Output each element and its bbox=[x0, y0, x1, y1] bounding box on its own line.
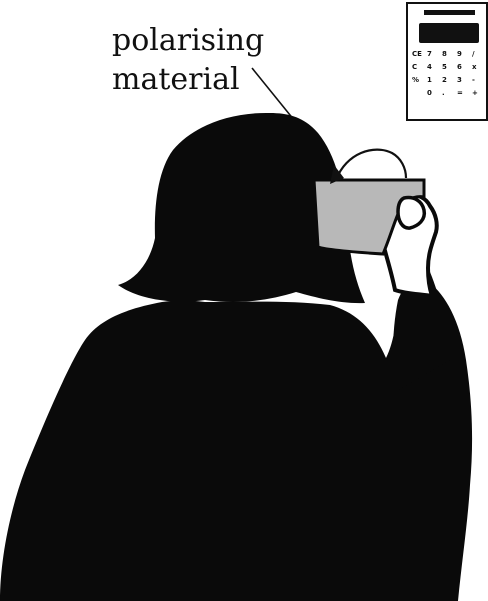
person-thumb bbox=[398, 198, 424, 229]
calculator-key: 2 bbox=[442, 76, 447, 84]
calculator-key: 4 bbox=[427, 63, 432, 71]
calculator-display bbox=[419, 23, 479, 43]
calculator-key: 6 bbox=[457, 63, 462, 71]
calculator-key: % bbox=[412, 76, 419, 84]
calculator-key: x bbox=[472, 63, 477, 71]
calculator-key: 9 bbox=[457, 50, 462, 58]
rotation-arrow bbox=[336, 150, 406, 180]
calculator-key: = bbox=[457, 89, 463, 97]
calculator-key: C bbox=[412, 63, 417, 71]
calculator-key: - bbox=[472, 76, 475, 84]
calculator-key: 7 bbox=[427, 50, 432, 58]
calculator-key: 0 bbox=[427, 89, 432, 97]
label-line-2: material bbox=[112, 62, 240, 97]
calculator-key: 1 bbox=[427, 76, 432, 84]
calculator-icon: CE 7 8 9 / C 4 5 6 x% 1 2 3 - 0. = + bbox=[407, 3, 487, 120]
calculator-key: 5 bbox=[442, 63, 447, 71]
calculator-key: 8 bbox=[442, 50, 447, 58]
calculator-key: / bbox=[472, 50, 475, 58]
calculator-key: . bbox=[442, 89, 445, 97]
calculator-key: CE bbox=[412, 50, 422, 58]
label-line-1: polarising bbox=[112, 23, 264, 58]
calculator-key: 3 bbox=[457, 76, 462, 84]
calculator-body bbox=[407, 3, 487, 120]
calculator-key: + bbox=[472, 89, 478, 97]
calculator-top-strip bbox=[424, 10, 475, 15]
